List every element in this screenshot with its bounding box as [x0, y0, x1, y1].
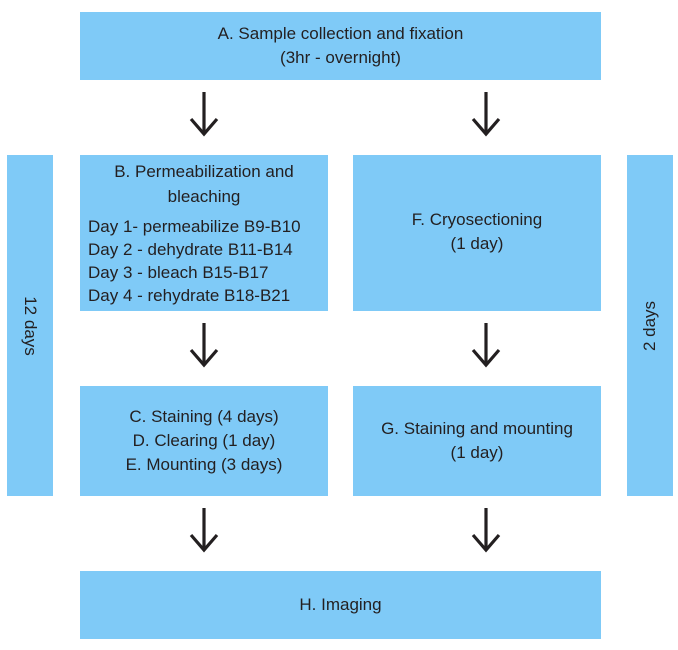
step-b-day-1: Day 1- permeabilize B9-B10 [88, 217, 301, 236]
duration-bar-right: 2 days [627, 155, 673, 496]
step-g-staining-mounting: G. Staining and mounting (1 day) [353, 386, 601, 496]
arrow-down-icon [189, 321, 219, 367]
step-a-sample-collection: A. Sample collection and fixation (3hr -… [80, 12, 601, 80]
step-b-permeabilization: B. Permeabilization and bleaching Day 1-… [80, 155, 328, 311]
step-c-staining: C. Staining (4 days) [129, 407, 279, 426]
step-b-day-3: Day 3 - bleach B15-B17 [88, 263, 269, 282]
arrow-down-icon [189, 90, 219, 136]
step-b-day-2: Day 2 - dehydrate B11-B14 [88, 240, 293, 259]
arrow-down-icon [471, 90, 501, 136]
step-g-title: G. Staining and mounting [381, 419, 573, 438]
step-b-title-line-1: B. Permeabilization and [114, 162, 294, 181]
duration-bar-left: 12 days [7, 155, 53, 496]
step-f-duration: (1 day) [450, 234, 504, 253]
step-g-duration: (1 day) [450, 443, 504, 462]
duration-label-left: 12 days [21, 295, 40, 356]
step-e-mounting: E. Mounting (3 days) [125, 455, 283, 474]
step-b-title-line-2: bleaching [167, 187, 241, 206]
step-f-title: F. Cryosectioning [411, 210, 543, 229]
arrow-down-icon [471, 506, 501, 552]
duration-label-right: 2 days [640, 300, 659, 351]
arrow-down-icon [471, 321, 501, 367]
step-h-imaging: H. Imaging [80, 571, 601, 639]
step-a-duration: (3hr - overnight) [280, 48, 401, 67]
arrow-down-icon [189, 506, 219, 552]
step-h-title: H. Imaging [299, 595, 382, 614]
step-b-day-4: Day 4 - rehydrate B18-B21 [88, 286, 291, 305]
step-f-cryosectioning: F. Cryosectioning (1 day) [353, 155, 601, 311]
step-cde-staining-clearing-mounting: C. Staining (4 days) D. Clearing (1 day)… [80, 386, 328, 496]
step-a-title: A. Sample collection and fixation [217, 24, 464, 43]
step-d-clearing: D. Clearing (1 day) [132, 431, 276, 450]
